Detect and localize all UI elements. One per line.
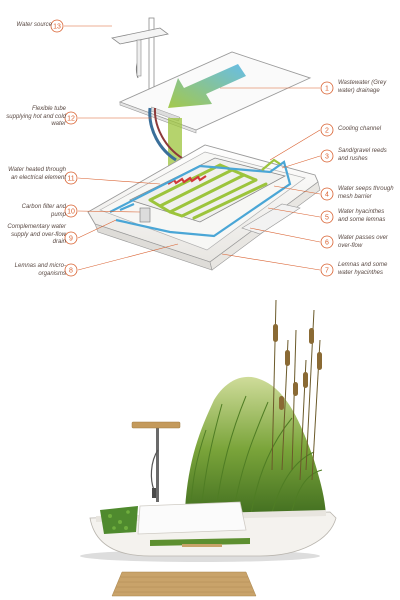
heater-element [167,175,207,185]
drain-plate [118,51,312,131]
label-lemnas-hyacinthes: Lemnas and some water hyacinthes [338,262,388,276]
callout-number-5: 5 [325,215,329,222]
callout-number-7: 7 [325,268,329,275]
cattail-heads [273,324,322,410]
label-over-flow: Water passes over over-flow [338,235,388,249]
label-water-source: Water source [16,22,52,28]
callout-number-9: 9 [69,236,73,243]
label-wastewater: Wastewater (Grey water) drainage [338,80,387,94]
callout-number-11: 11 [67,176,74,183]
callout-number-8: 8 [69,268,73,275]
product-render [80,299,337,597]
callout-number-10: 10 [67,209,75,216]
callout-number-12: 12 [67,116,75,123]
faucet-illustration [111,17,169,109]
lemna-pool [100,506,138,534]
bath-basin [137,501,247,535]
water-loop [109,160,292,238]
label-water-hyacinthes: Water hyacinthes and some lemnas [338,209,386,223]
bathtub [89,501,337,557]
reed-grass [185,299,326,522]
wastewater-arrow [168,64,246,108]
label-lemnas-micro: Lemnas and micro-organisms [14,263,66,277]
product-faucet [131,421,181,502]
exploded-diagram: 13 12 11 10 9 8 1 2 3 4 5 6 7 [50,17,334,277]
label-mesh-barrier: Water seeps through mesh barrier [338,186,394,200]
wooden-mat [111,571,257,597]
leader-lines [64,25,321,271]
pump-block [139,207,151,223]
label-cooling-channel: Cooling channel [338,126,382,132]
callout-number-3: 3 [325,154,329,161]
label-water-heated: Water heated through an electrical eleme… [8,167,66,181]
callout-number-6: 6 [325,240,329,247]
label-flexible-tube: Flexible tube supplying hot and cold wat… [6,106,66,127]
callout-number-1: 1 [325,86,329,93]
callout-number-2: 2 [325,128,329,135]
callout-markers [50,19,334,277]
label-sand-gravel: Sand/gravel reeds and rushes [338,148,387,162]
label-complementary-water: Complementary water supply and over-flow… [7,224,66,245]
callout-number-13: 13 [53,24,61,31]
callout-number-4: 4 [325,192,329,199]
label-carbon-filter: Carbon filter and pump [21,204,66,218]
